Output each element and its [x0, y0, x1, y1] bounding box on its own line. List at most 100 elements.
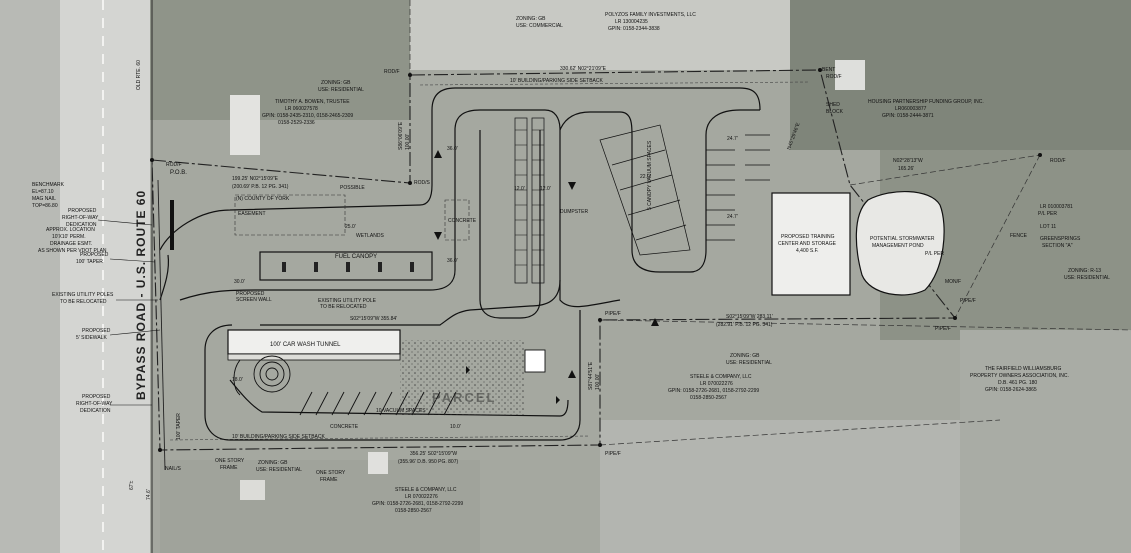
- easement-label: EASEMENT: [238, 211, 266, 217]
- mon-f: MON/F: [945, 279, 961, 285]
- owner-south: STEELE & COMPANY, LLC LR 070022276 GPIN:…: [668, 374, 759, 401]
- survey-markers: [150, 68, 1042, 452]
- callout-row-bottom: PROPOSED RIGHT-OF-WAY DEDICATION: [76, 394, 113, 414]
- owner-n-3: GPIN: 0158-2344-3838: [608, 26, 660, 32]
- pipe-f-3: PIPE/F: [935, 326, 951, 332]
- training-center-line-3: 4,400 S.F.: [796, 248, 819, 254]
- zoning-e-2: USE: RESIDENTIAL: [1064, 275, 1110, 281]
- zoning-wt-1: ZONING: GB: [321, 80, 351, 86]
- dumpster-pad: [524, 349, 546, 373]
- bearing-east: N02°28'13"W: [893, 158, 923, 164]
- callout-existing-poles: EXISTING UTILITY POLES TO BE RELOCATED: [52, 292, 114, 305]
- adjacent-lot-lines: [409, 0, 1131, 446]
- owner-nw-3: GPIN: 0158-2435-2310, 0158-2465-2309: [262, 113, 353, 119]
- setback-bottom-label: 10' BUILDING/PARKING SIDE SETBACK: [232, 434, 325, 440]
- bearing-top: 330.62' N02°21'09"E: [560, 66, 607, 72]
- bearing-mid-left: 199.25' N02°15'09"E: [232, 176, 279, 182]
- zoning-north-1: ZONING: GB: [516, 16, 546, 22]
- row-bot-3: DEDICATION: [80, 408, 111, 414]
- owner-ne-2: LR060003877: [895, 106, 927, 112]
- owner-county: (N) COUNTY OF YORK: [236, 196, 290, 202]
- dim-36a: 36.0': [447, 146, 458, 152]
- training-center-line-1: PROPOSED TRAINING: [781, 234, 835, 240]
- owner-se-1: THE FAIRFIELD WILLIAMSBURG: [985, 366, 1062, 372]
- zoning-south-left: ZONING: GB USE: RESIDENTIAL: [256, 460, 302, 473]
- owner-n-2: LR 130004235: [615, 19, 648, 25]
- dim-36b: 36.0': [447, 258, 458, 264]
- zoning-e-1: ZONING: R-13: [1068, 268, 1101, 274]
- owner-s-3: GPIN: 0158-2726-2681, 0158-2792-2299: [668, 388, 759, 394]
- taper-2: 100' TAPER: [76, 259, 103, 265]
- possible-label: POSSIBLE: [340, 185, 365, 191]
- dim-67: 67'±: [129, 480, 135, 490]
- owner-ne-1: HOUSING PARTNERSHIP FUNDING GROUP, INC.: [868, 99, 984, 105]
- car-wash-label: 100' CAR WASH TUNNEL: [270, 342, 341, 348]
- dr-3: DRAINAGE ESMT.: [50, 241, 92, 247]
- callout-sidewalk: PROPOSED 5' SIDEWALK: [76, 328, 111, 341]
- owner-sw-3: GPIN: 0158-2726-2681, 0158-2792-2299: [372, 501, 463, 507]
- pob-label: P.O.B.: [170, 170, 187, 176]
- dumpster-label: DUMPSTER: [560, 209, 588, 215]
- owner-n-1: POLYZOS FAMILY INVESTMENTS, LLC: [605, 12, 696, 18]
- dim-10: 10.0': [450, 424, 461, 430]
- rod-f-1: ROD/F: [384, 69, 400, 75]
- fence-label: FENCE: [1010, 233, 1028, 239]
- owner-north: POLYZOS FAMILY INVESTMENTS, LLC LR 13000…: [605, 12, 696, 32]
- wetlands-label: WETLANDS: [356, 233, 384, 239]
- vacuum-spaces-label: 10 VACUUM SPACES: [376, 408, 426, 414]
- owner-southeast: THE FAIRFIELD WILLIAMSBURG PROPERTY OWNE…: [970, 366, 1069, 393]
- row-bot-1: PROPOSED: [82, 394, 111, 400]
- one-story-1b: FRAME: [220, 465, 238, 471]
- one-story-1a: ONE STORY: [215, 458, 245, 464]
- owner-s-1: STEELE & COMPANY, LLC: [690, 374, 752, 380]
- zoning-west-top: ZONING: GB USE: RESIDENTIAL: [318, 80, 364, 93]
- greensprings-1: GREENSPRINGS: [1040, 236, 1081, 242]
- zoning-south-mid: ZONING: GB USE: RESIDENTIAL: [726, 353, 772, 366]
- zoning-sl-1: ZONING: GB: [258, 460, 288, 466]
- pipe-f-2: PIPE/F: [605, 451, 621, 457]
- training-center-building: PROPOSED TRAINING CENTER AND STORAGE 4,4…: [771, 192, 851, 296]
- concrete-label: CONCRETE: [330, 424, 359, 430]
- dim-24a: 24.7': [727, 136, 738, 142]
- dim-12a: 12.0': [514, 186, 525, 192]
- concrete-label-2: CONCRETE: [448, 218, 477, 224]
- car-wash-tunnel: 100' CAR WASH TUNNEL: [227, 329, 401, 361]
- rod-s: ROD/S: [414, 180, 431, 186]
- bm-3: MAG NAIL: [32, 196, 56, 202]
- sidewalk-2: 5' SIDEWALK: [76, 335, 107, 341]
- owner-s-2: LR 070022276: [700, 381, 733, 387]
- zoning-north-2: USE: COMMERCIAL: [516, 23, 563, 29]
- owner-nw-4: 0158-2529-2336: [278, 120, 315, 126]
- dr-1: APPROX. LOCATION: [46, 227, 95, 233]
- taper-1: PROPOSED: [80, 252, 109, 258]
- bm-2: EL=87.10: [32, 189, 54, 195]
- owner-southwest: STEELE & COMPANY, LLC LR 070022276 GPIN:…: [372, 487, 463, 514]
- callout-leaders: [97, 219, 161, 406]
- property-boundary: [151, 69, 957, 451]
- sidewalk-1: PROPOSED: [82, 328, 111, 334]
- bearing-south-2: 100.00': [595, 374, 601, 390]
- screen-wall-2: SCREEN WALL: [236, 297, 272, 303]
- row-top-2: RIGHT-OF-WAY: [62, 215, 99, 221]
- bypass-road: BYPASS ROAD - U.S. ROUTE 60 OLD RTE. 60: [134, 0, 174, 553]
- zoning-sm-2: USE: RESIDENTIAL: [726, 360, 772, 366]
- row-top-3: DEDICATION: [66, 222, 97, 228]
- pipe-f-4: PIPE/F: [960, 298, 976, 304]
- rod-bent: BENT: [822, 67, 835, 73]
- owner-nw-2: LR 060027578: [285, 106, 318, 112]
- owner-s-4: 0158-2850-2567: [690, 395, 727, 401]
- rod-f-2: ROD/F: [826, 74, 842, 80]
- bearing-right-ref: (282.91' P.B. 12 PG. 341): [716, 322, 773, 328]
- rod-f-3: ROD/F: [166, 162, 182, 168]
- one-story-2a: ONE STORY: [316, 470, 346, 476]
- plper-1: P/L PER: [925, 251, 944, 257]
- traffic-arrows: [434, 150, 659, 404]
- parcel-label: PARCEL: [432, 390, 496, 405]
- bearing-nw-2: 100.00': [405, 134, 411, 150]
- row-top-1: PROPOSED: [68, 208, 97, 214]
- bearing-right: S02°15'09"W 283.11': [726, 314, 773, 320]
- lot-label: LOT 11: [1040, 224, 1056, 230]
- dr-4: AS SHOWN PER VDOT PLAN: [38, 248, 107, 254]
- bearing-mid: S02°15'09"W 355.84': [350, 316, 397, 322]
